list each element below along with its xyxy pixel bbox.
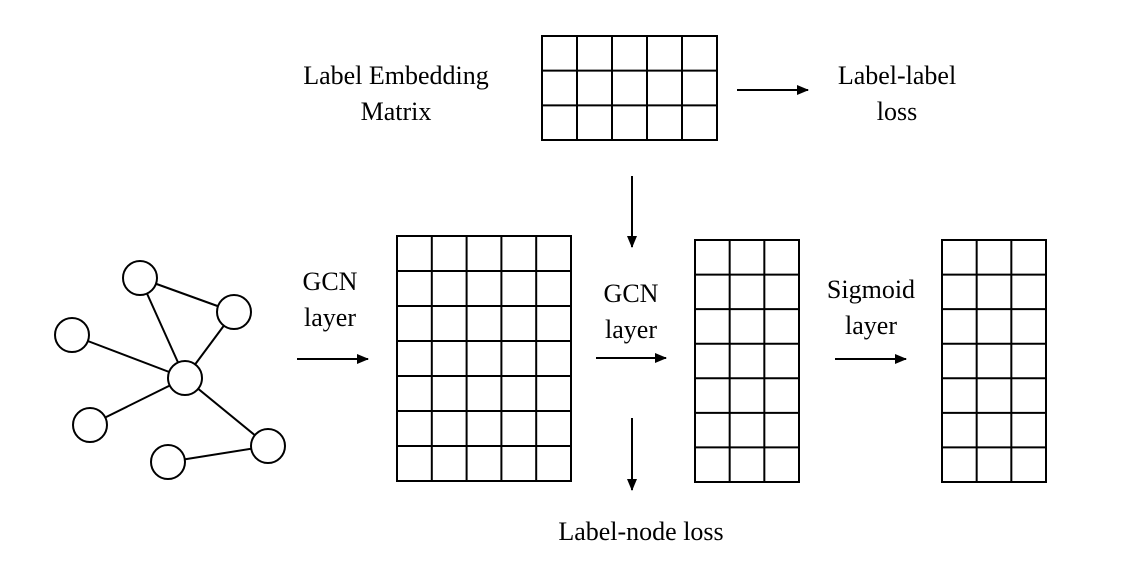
graph-node [150, 444, 186, 480]
graph-edge [71, 334, 186, 379]
gcn-layer-1-line2: layer [304, 303, 356, 332]
graph-node [72, 407, 108, 443]
graph-node [54, 317, 90, 353]
graph-node [167, 360, 203, 396]
sigmoid-layer-line2: layer [845, 311, 897, 340]
graph-node [122, 260, 158, 296]
matrix-border [694, 239, 800, 483]
embedding-label-line2: Matrix [361, 97, 432, 126]
sigmoid-layer-line1: Sigmoid [827, 275, 915, 304]
label-label-loss-line2: loss [877, 97, 917, 126]
sigmoid-output-matrix [941, 239, 1047, 483]
gcn-layer-2-line1: GCN [604, 279, 659, 308]
matrix-border [941, 239, 1047, 483]
graph-node [250, 428, 286, 464]
label-embedding-matrix [541, 35, 718, 141]
graph-nodes [54, 260, 286, 480]
graph-edge [139, 277, 186, 379]
matrix-border [541, 35, 718, 141]
gcn-output-matrix-1 [396, 235, 572, 482]
gcn-output-matrix-2 [694, 239, 800, 483]
matrix-border [396, 235, 572, 482]
embedding-label-line1: Label Embedding [303, 61, 489, 90]
gcn-layer-2-line2: layer [605, 315, 657, 344]
graph-node [216, 294, 252, 330]
gcn-layer-1-line1: GCN [303, 267, 358, 296]
label-label-loss-line1: Label-label [838, 61, 956, 90]
label-node-loss-label: Label-node loss [558, 517, 723, 546]
